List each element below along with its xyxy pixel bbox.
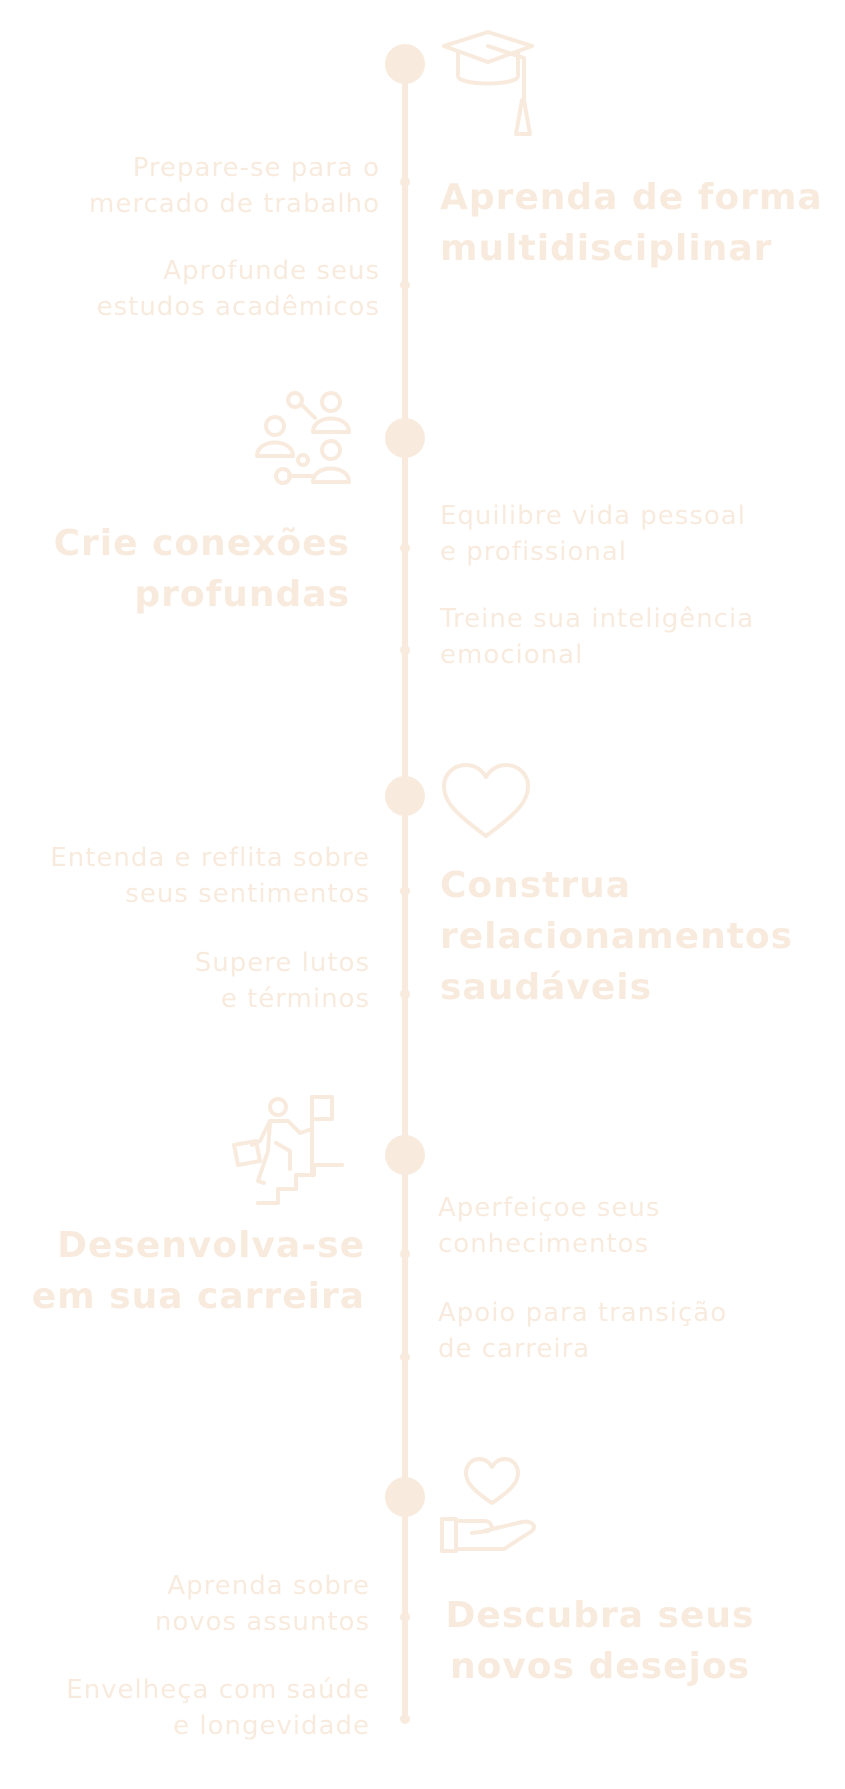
section-item: Supere lutos e términos xyxy=(194,948,370,1014)
section-item: Apoio para transição de carreira xyxy=(438,1298,728,1364)
timeline-point xyxy=(400,1352,410,1362)
timeline-node xyxy=(385,776,425,816)
timeline-point xyxy=(400,645,410,655)
timeline-point xyxy=(400,1714,410,1724)
timeline-point xyxy=(400,1612,410,1622)
timeline-point xyxy=(400,886,410,896)
timeline-node xyxy=(385,418,425,458)
people-network-icon xyxy=(255,390,353,486)
heart-icon xyxy=(440,762,532,840)
section-title: Crie conexões profundas xyxy=(53,523,350,615)
section-item: Envelheça com saúde e longevidade xyxy=(66,1675,370,1741)
timeline-point xyxy=(400,543,410,553)
section-item: Aprofunde seus estudos acadêmicos xyxy=(96,256,380,322)
section-item: Treine sua inteligência emocional xyxy=(440,604,755,670)
career-climb-icon xyxy=(230,1095,346,1207)
section-item: Equilibre vida pessoal e profissional xyxy=(440,501,746,567)
section-item: Prepare-se para o mercado de trabalho xyxy=(89,153,380,219)
section-item: Aprenda sobre novos assuntos xyxy=(154,1571,370,1637)
section-title: Descubra seus novos desejos xyxy=(445,1595,755,1687)
timeline-point xyxy=(400,177,410,187)
timeline-node xyxy=(385,44,425,84)
section-item: Entenda e reflita sobre seus sentimentos xyxy=(50,843,370,909)
heart-in-hand-icon xyxy=(440,1455,540,1555)
section-title: Desenvolva-se em sua carreira xyxy=(31,1225,365,1317)
section-title: Construa relacionamentos saudáveis xyxy=(440,865,794,1008)
timeline-point xyxy=(400,1249,410,1259)
section-title: Aprenda de forma multidisciplinar xyxy=(440,177,823,269)
timeline-point xyxy=(400,989,410,999)
timeline-node xyxy=(385,1135,425,1175)
timeline-node xyxy=(385,1477,425,1517)
graduation-cap-icon xyxy=(440,30,544,136)
section-item: Aperfeiçoe seus conhecimentos xyxy=(438,1193,661,1259)
timeline-point xyxy=(400,280,410,290)
